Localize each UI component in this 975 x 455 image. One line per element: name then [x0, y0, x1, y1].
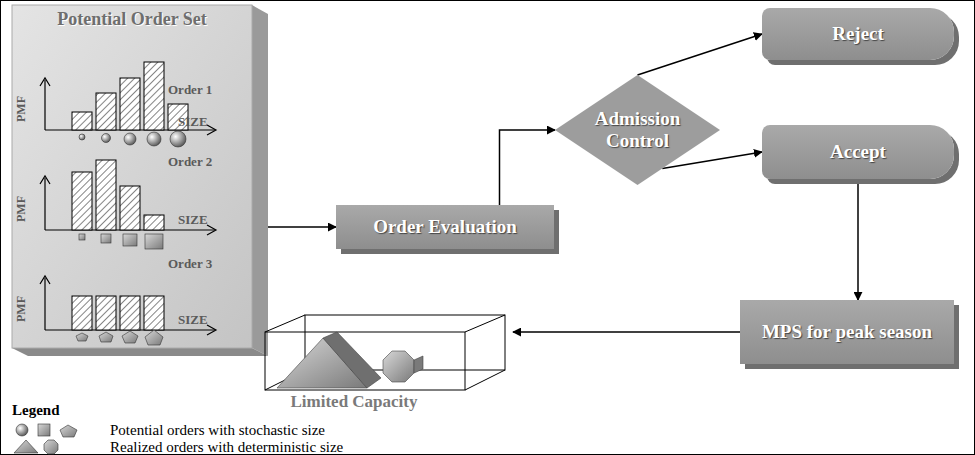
chart-label: SIZE — [178, 312, 208, 328]
order-set-block: Potential Order Set — [12, 5, 252, 348]
node-text: Limited Capacity — [290, 392, 417, 412]
flow-arrow — [638, 34, 763, 75]
node-text: Admission Control — [585, 108, 690, 152]
decision-diamond: Admission Control — [555, 75, 720, 185]
process-box: Order Evaluation — [336, 205, 554, 249]
node-text: MPS for peak season — [762, 321, 932, 343]
flow-arrow — [513, 331, 740, 333]
flow-arrow — [500, 130, 556, 205]
chart-label: Order 2 — [168, 154, 212, 170]
flow-arrow — [857, 184, 859, 300]
axis-label: PMF — [14, 196, 29, 222]
chart-label: Order 3 — [168, 256, 212, 272]
capacity-box: Limited Capacity — [255, 312, 513, 412]
node-text: Potential Order Set — [57, 9, 207, 30]
chart-label: SIZE — [178, 114, 208, 130]
legend-title: Legend — [12, 402, 60, 419]
process-box: MPS for peak season — [740, 300, 954, 364]
node-text: Order Evaluation — [373, 216, 517, 238]
terminal-box: Reject — [762, 8, 954, 60]
axis-label: PMF — [14, 296, 29, 322]
node-text: Reject — [832, 23, 884, 45]
flow-arrow — [268, 226, 336, 228]
chart-label: Order 1 — [168, 82, 212, 98]
legend-text: Realized orders with deterministic size — [110, 439, 343, 455]
node-text: Accept — [830, 141, 886, 163]
diamond-shape — [555, 75, 720, 185]
chart-label: SIZE — [178, 212, 208, 228]
terminal-box: Accept — [762, 125, 954, 179]
axis-label: PMF — [14, 96, 29, 122]
legend-text: Potential orders with stochastic size — [110, 422, 325, 438]
